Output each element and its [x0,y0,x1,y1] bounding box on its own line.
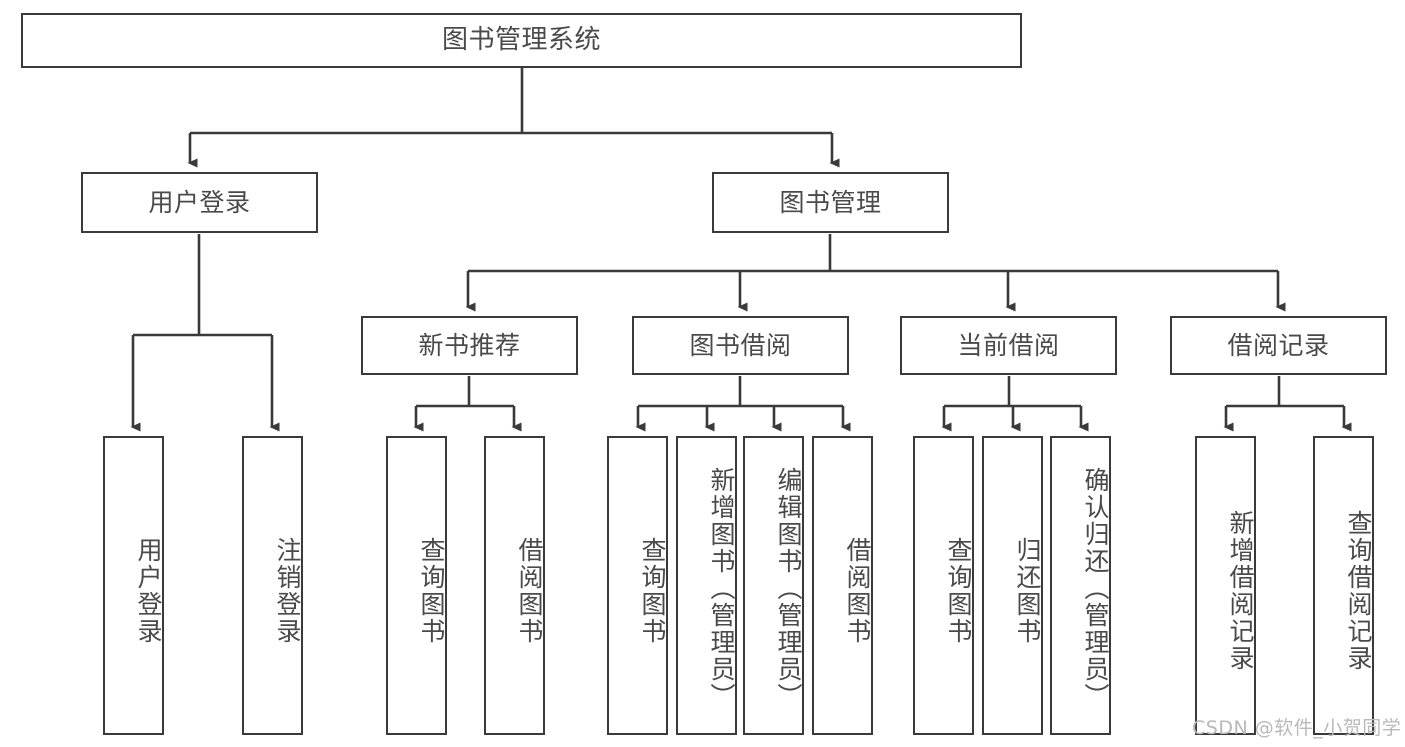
leaf-query-borrow-record[interactable]: 查询借阅记录 [1313,436,1374,735]
leaf-logout[interactable]: 注销登录 [242,436,303,735]
csdn-watermark: CSDN @软件_小贺同学 [1192,717,1402,739]
leaf-query-book-current[interactable]: 查询图书 [913,436,974,735]
leaf-add-book-admin[interactable]: 新增图书（管理员） [676,436,737,735]
leaf-add-borrow-record[interactable]: 新增借阅记录 [1195,436,1256,735]
leaf-borrow-book-recommend[interactable]: 借阅图书 [484,436,545,735]
node-book-management[interactable]: 图书管理 [712,172,949,233]
node-new-book-recommend[interactable]: 新书推荐 [361,316,578,375]
leaf-query-book-borrow[interactable]: 查询图书 [607,436,668,735]
node-user-login[interactable]: 用户登录 [81,172,318,233]
node-current-borrow[interactable]: 当前借阅 [900,316,1117,375]
node-book-borrow[interactable]: 图书借阅 [632,316,849,375]
leaf-user-login[interactable]: 用户登录 [103,436,164,735]
leaf-edit-book-admin[interactable]: 编辑图书（管理员） [743,436,804,735]
leaf-confirm-return-admin[interactable]: 确认归还（管理员） [1050,436,1111,735]
leaf-query-book-recommend[interactable]: 查询图书 [386,436,447,735]
leaf-borrow-book[interactable]: 借阅图书 [812,436,873,735]
node-borrow-record[interactable]: 借阅记录 [1170,316,1387,375]
node-root-system[interactable]: 图书管理系统 [21,13,1022,68]
leaf-return-book[interactable]: 归还图书 [982,436,1043,735]
